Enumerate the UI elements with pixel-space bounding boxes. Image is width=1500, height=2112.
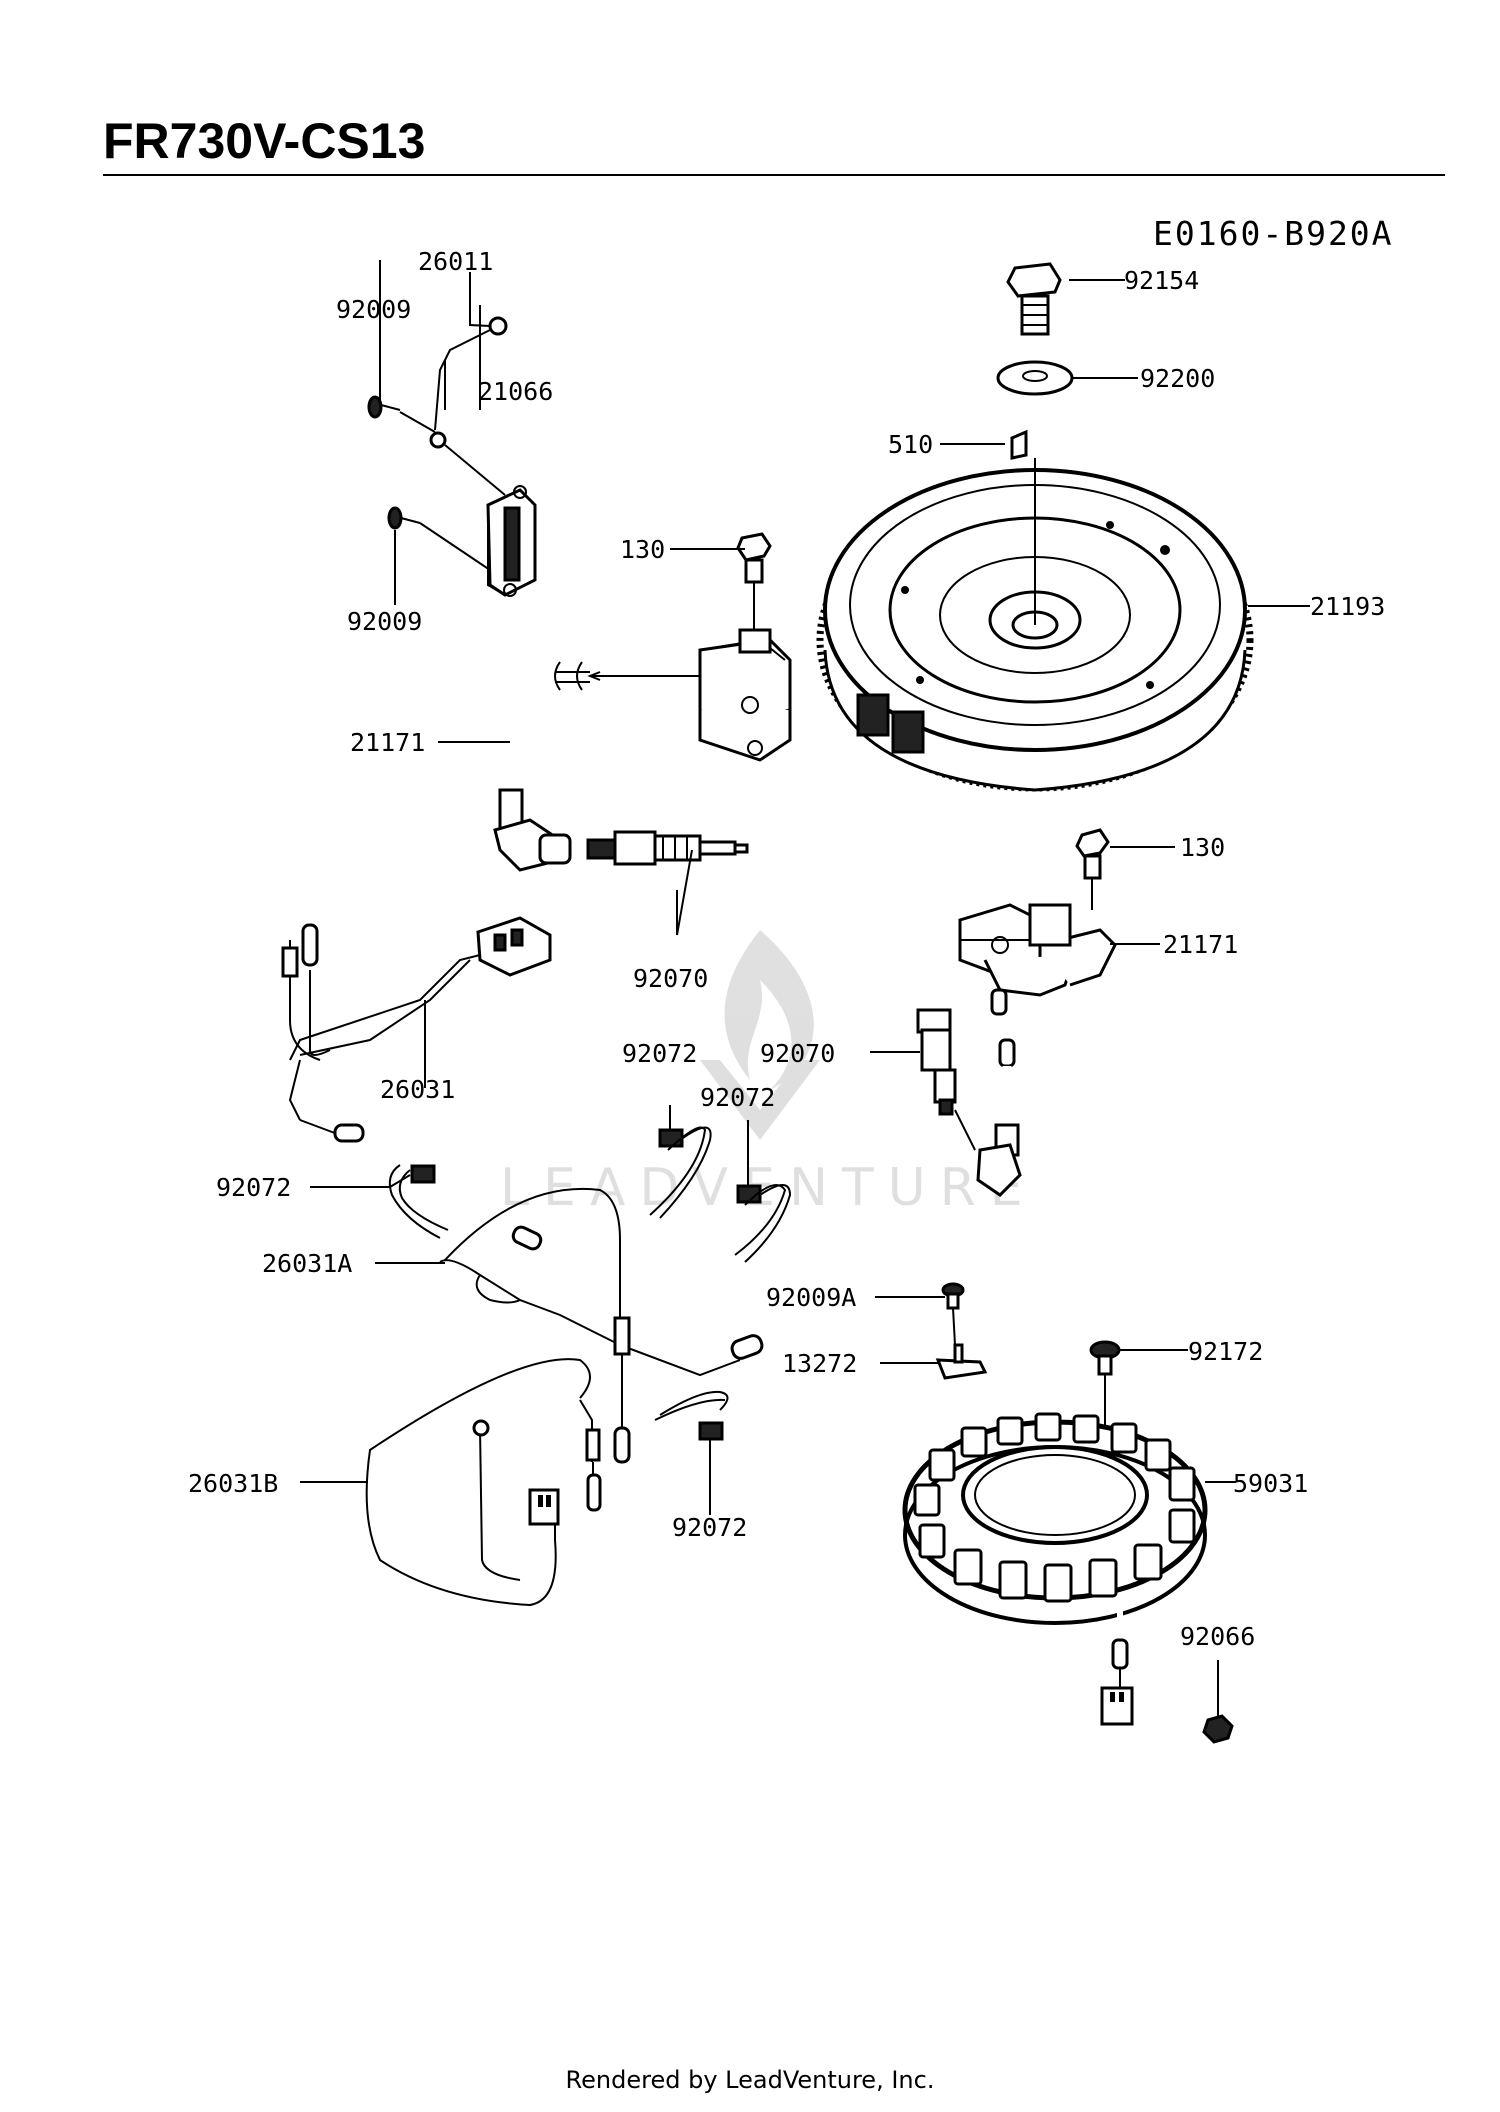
diagram-code: E0160-B920A (1153, 214, 1394, 253)
part-label-92009A: 92009A (766, 1283, 856, 1312)
screw-92009-upper (367, 395, 401, 419)
part-label-92200: 92200 (1140, 364, 1215, 393)
part-label-26031: 26031 (380, 1075, 455, 1104)
exploded-parts-diagram: E0160-B920A LEADVENTURE (188, 214, 1394, 1744)
nut-92066 (1202, 1714, 1234, 1744)
spark-plug-92070-lower (916, 1008, 957, 1116)
part-label-510: 510 (888, 430, 933, 459)
ignition-coil-lower-21171 (958, 903, 1117, 1197)
washer-92200 (996, 360, 1074, 396)
part-label-92072-d: 92072 (672, 1513, 747, 1542)
screw-92009A (941, 1282, 965, 1310)
clamp-92072-d (654, 1390, 729, 1441)
footer-credit: Rendered by LeadVenture, Inc. (565, 2066, 935, 2094)
part-label-21066: 21066 (478, 377, 553, 406)
key-510 (1010, 429, 1028, 460)
harness-26031B (365, 1358, 602, 1607)
plate-13272 (935, 1343, 988, 1380)
part-label-13272: 13272 (782, 1349, 857, 1378)
harness-26031A (439, 1187, 764, 1464)
part-label-130-upper: 130 (620, 535, 665, 564)
part-label-26031B: 26031B (188, 1469, 278, 1498)
part-label-92070-lower: 92070 (760, 1039, 835, 1068)
part-label-92009-upper: 92009 (336, 295, 411, 324)
part-label-92154: 92154 (1124, 266, 1199, 295)
part-label-92072-a: 92072 (622, 1039, 697, 1068)
flywheel-bolt-92154 (1006, 262, 1062, 336)
ignition-coil-upper-21171 (554, 628, 792, 762)
leader-lines (300, 260, 1310, 1716)
part-label-92172: 92172 (1188, 1337, 1263, 1366)
stator-59031 (902, 1412, 1208, 1726)
plug-cap-upper (493, 788, 572, 872)
part-label-21193: 21193 (1310, 592, 1385, 621)
part-label-26031A: 26031A (262, 1249, 352, 1278)
part-label-21171-upper: 21171 (350, 728, 425, 757)
bolt-130-lower (1075, 828, 1110, 880)
regulator-21066 (486, 485, 537, 597)
spark-plug-92070-upper (586, 830, 749, 866)
part-label-21171-lower: 21171 (1163, 930, 1238, 959)
part-label-92009-lower: 92009 (347, 607, 422, 636)
screw-92172 (1089, 1340, 1121, 1376)
part-label-26011: 26011 (418, 247, 493, 276)
part-label-92072-b: 92072 (700, 1083, 775, 1112)
title-divider (103, 174, 1445, 176)
harness-26031 (281, 916, 552, 1143)
part-label-130-lower: 130 (1180, 833, 1225, 862)
part-label-92070-upper: 92070 (633, 964, 708, 993)
clamp-92072-c (388, 1164, 449, 1239)
screw-92009-lower (387, 506, 421, 530)
part-label-92066: 92066 (1180, 1622, 1255, 1651)
part-label-59031: 59031 (1233, 1469, 1308, 1498)
bolt-130-upper (736, 532, 772, 584)
page-title: FR730V-CS13 (103, 113, 426, 169)
part-label-92072-c: 92072 (216, 1173, 291, 1202)
part-labels: 26011 92009 21066 92009 130 21171 92070 … (188, 247, 1385, 1651)
